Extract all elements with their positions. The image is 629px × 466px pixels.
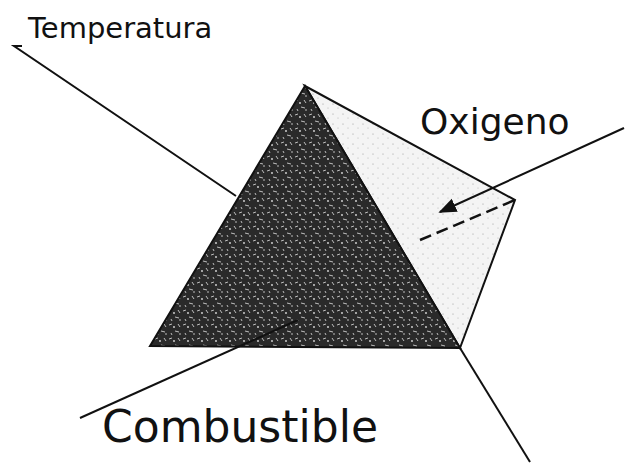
oxygen-label: Oxigeno: [420, 104, 569, 140]
leader-line: [14, 46, 236, 196]
hidden-edge: [420, 200, 515, 240]
front-face: [150, 86, 460, 348]
heat-label: Temperatura: [28, 14, 212, 43]
fuel-label: Combustible: [102, 405, 378, 449]
leader-line: [80, 320, 298, 418]
leader-line: [440, 128, 624, 212]
extension-line: [460, 348, 530, 462]
